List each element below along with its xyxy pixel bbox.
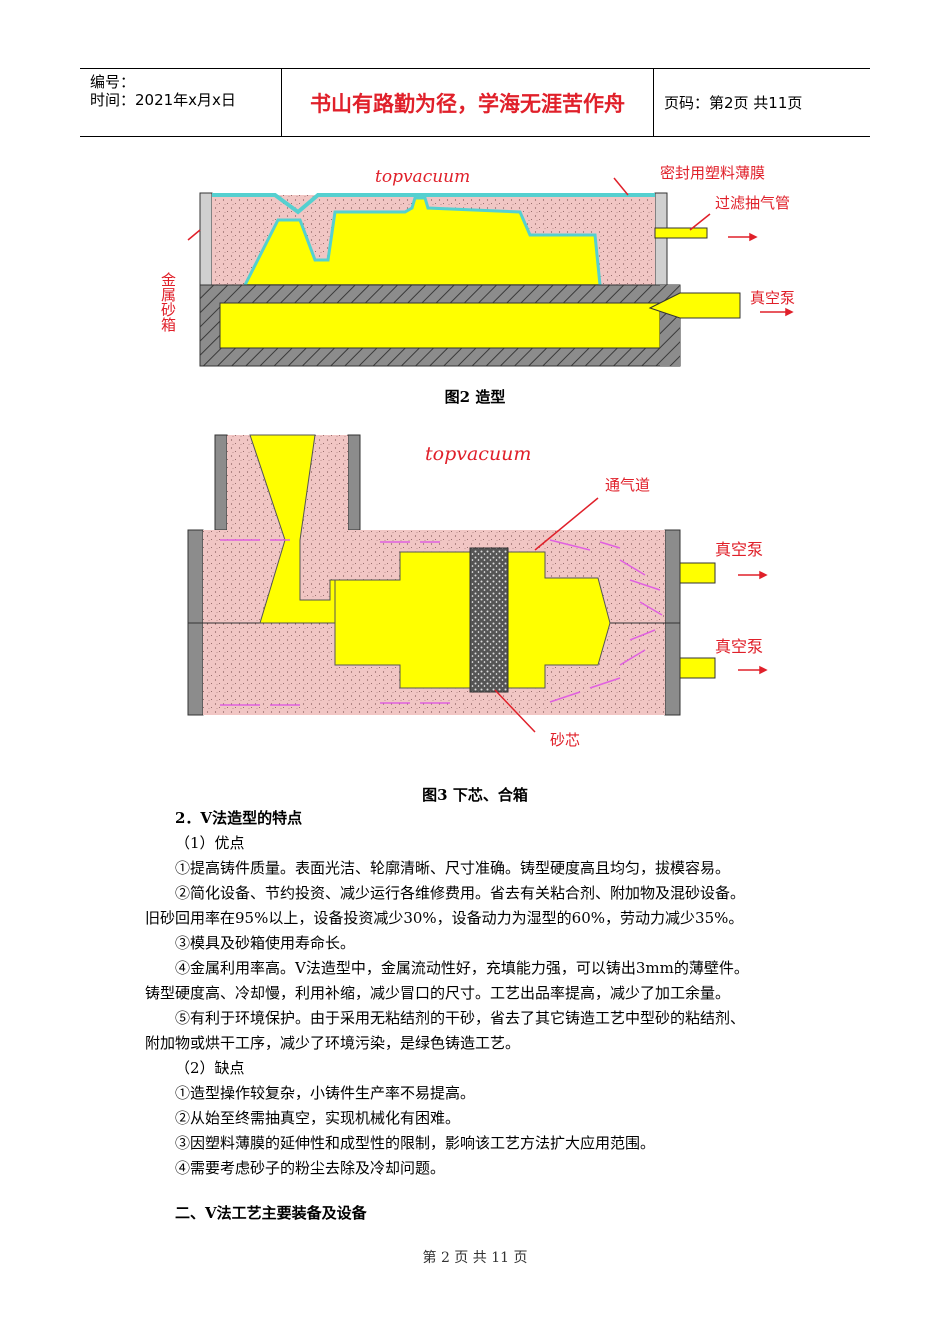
number-label: 编号： (90, 73, 136, 91)
motto: 书山有路勤为径，学海无涯苦作舟 (282, 69, 654, 136)
advantage-2a: ②简化设备、节约投资、减少运行各维修费用。省去有关粘合剂、附加物及混砂设备。 (175, 884, 746, 902)
disadvantage-1: ①造型操作较复杂，小铸件生产率不易提高。 (175, 1084, 476, 1102)
advantage-1: ①提高铸件质量。表面光洁、轮廓清晰、尺寸准确。铸型硬度高且均匀，拔模容易。 (175, 859, 731, 877)
header-info-cell: 编号： 时间：2021年x月x日 (80, 69, 282, 136)
advantages-title: （1）优点 (175, 834, 245, 852)
fig2-flask-label: 金属砂箱 (159, 272, 177, 332)
next-section-title: 二、V法工艺主要装备及设备 (175, 1204, 367, 1222)
disadvantage-2: ②从始至终需抽真空，实现机械化有困难。 (175, 1109, 461, 1127)
advantage-4a: ④金属利用率高。V法造型中，金属流动性好，充填能力强，可以铸出3mm的薄壁件。 (175, 959, 749, 977)
page-footer: 第 2 页 共 11 页 (422, 1250, 528, 1266)
fig3-vent-label: 通气道 (605, 476, 650, 494)
advantage-5a: ⑤有利于环境保护。由于采用无粘结剂的干砂，省去了其它铸造工艺中型砂的粘结剂、 (175, 1009, 746, 1027)
fig3-watermark: topvacuum (425, 443, 531, 465)
fig2-pump-label: 真空泵 (750, 289, 795, 307)
fig2-watermark: topvacuum (375, 167, 470, 187)
figure-2-caption: 图2 造型 (444, 388, 506, 406)
fig3-pump-label-2: 真空泵 (715, 637, 763, 656)
time-label: 时间：2021年x月x日 (90, 91, 236, 109)
advantage-3: ③模具及砂箱使用寿命长。 (175, 934, 356, 952)
header-table: 编号： 时间：2021年x月x日 书山有路勤为径，学海无涯苦作舟 页码：第2页 … (80, 68, 870, 137)
fig3-pump-label-1: 真空泵 (715, 540, 763, 559)
figure-3-caption: 图3 下芯、合箱 (422, 786, 528, 804)
disadvantage-4: ④需要考虑砂子的粉尘去除及冷却问题。 (175, 1159, 446, 1177)
figure-2-molding-diagram: topvacuum 密封用塑料薄膜 过滤抽气管 真空泵 金属砂箱 (159, 164, 795, 367)
section-title: 2．V法造型的特点 (175, 809, 303, 827)
disadvantage-3: ③因塑料薄膜的延伸性和成型性的限制，影响该工艺方法扩大应用范围。 (175, 1134, 656, 1152)
fig2-film-label: 密封用塑料薄膜 (660, 164, 765, 182)
advantage-4b: 铸型硬度高、冷却慢，利用补缩，减少冒口的尺寸。工艺出品率提高，减少了加工余量。 (145, 984, 731, 1002)
page-label: 页码：第2页 共11页 (664, 94, 803, 112)
spacer (145, 1181, 825, 1201)
figure-3-core-closing-diagram: topvacuum 通气道 真空泵 真空泵 砂芯 (187, 434, 768, 749)
fig3-core-label: 砂芯 (550, 731, 580, 749)
fig2-pipe-label: 过滤抽气管 (715, 194, 790, 212)
disadvantages-title: （2）缺点 (175, 1059, 245, 1077)
advantage-5b: 附加物或烘干工序，减少了环境污染，是绿色铸造工艺。 (145, 1034, 521, 1052)
advantage-2b: 旧砂回用率在95%以上，设备投资减少30%，设备动力为湿型的60%，劳动力减少3… (145, 909, 744, 927)
body-text: 2．V法造型的特点 （1）优点 ①提高铸件质量。表面光洁、轮廓清晰、尺寸准确。铸… (145, 806, 825, 1226)
